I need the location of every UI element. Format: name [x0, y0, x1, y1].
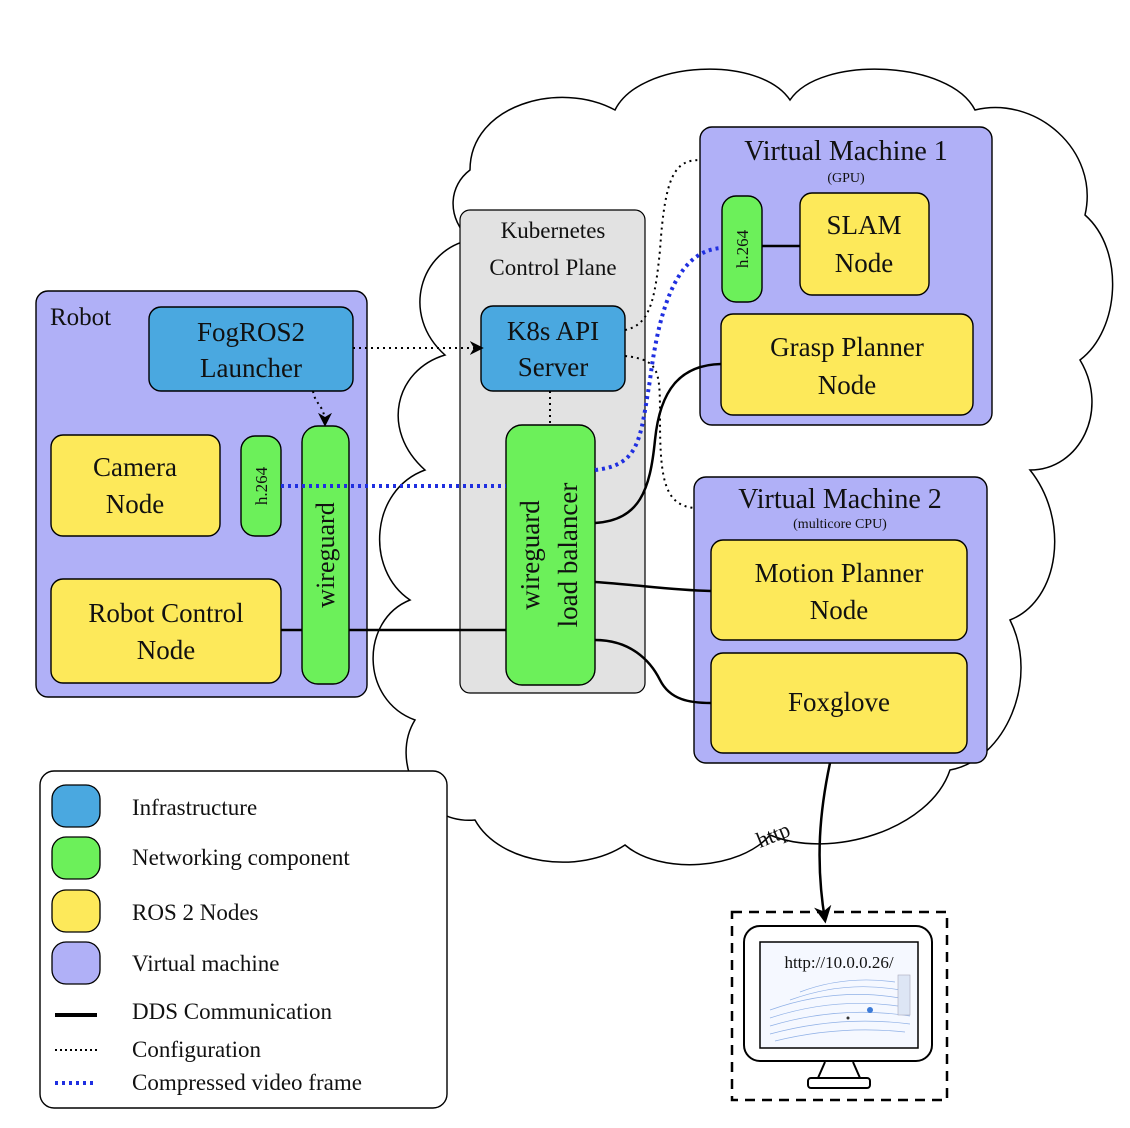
grasp-planner-node: Grasp Planner Node [720, 313, 974, 416]
robot-wireguard: wireguard [301, 425, 350, 685]
legend-label-networking: Networking component [132, 845, 350, 870]
ros-node-swatch [51, 889, 101, 933]
slam-label-line1: SLAM [826, 210, 901, 240]
slam-node: SLAM Node [799, 192, 930, 296]
config-launcher-to-wireguard [312, 390, 332, 427]
monitor-url: http://10.0.0.26/ [784, 953, 893, 972]
control-label-line1: Robot Control [88, 598, 243, 628]
virtual-machine-swatch [51, 941, 101, 985]
browser-monitor: http://10.0.0.26/ [730, 910, 949, 1102]
lb-label-line1: wireguard [515, 500, 545, 610]
networking-swatch [51, 836, 101, 880]
robot-wireguard-label: wireguard [311, 502, 340, 607]
camera-label-line1: Camera [93, 452, 177, 482]
vm2-subtitle: (multicore CPU) [793, 517, 887, 532]
lb-label-line2: load balancer [553, 483, 583, 628]
motion-label-line2: Node [810, 595, 868, 625]
http-foxglove-to-monitor [814, 762, 832, 924]
api-label-line2: Server [518, 352, 588, 382]
robot-h264-encoder: h.264 [240, 435, 282, 537]
legend-label-video: Compressed video frame [132, 1070, 362, 1095]
camera-label-line2: Node [106, 489, 164, 519]
foxglove-node: Foxglove [710, 652, 968, 754]
vm1-h264-decoder: h.264 [721, 195, 763, 303]
legend-frame [39, 770, 448, 1109]
robot-h264-label: h.264 [252, 466, 271, 505]
slam-label-line2: Node [835, 248, 893, 278]
vm1-h264-label: h.264 [733, 229, 752, 268]
video-lb-to-vm1 [594, 246, 723, 472]
wireguard-load-balancer: wireguard load balancer [505, 424, 596, 686]
dds-lb-to-foxglove [594, 638, 712, 705]
motion-planner-node: Motion Planner Node [710, 539, 968, 641]
robot-control-node: Robot Control Node [50, 578, 282, 684]
vm2-title: Virtual Machine 2 [738, 484, 942, 515]
monitor-dashed-frame [730, 910, 949, 1102]
dds-lb-to-grasp [594, 362, 722, 525]
monitor-stand [816, 1061, 862, 1079]
legend: Infrastructure Networking component ROS … [39, 770, 448, 1109]
fogros2-launcher-node: FogROS2 Launcher [148, 306, 354, 392]
foxglove-label: Foxglove [788, 687, 890, 717]
robot-title: Robot [50, 304, 111, 331]
legend-label-infrastructure: Infrastructure [132, 795, 257, 820]
dds-lb-to-motion [594, 580, 712, 593]
k8s-title-line1: Kubernetes [501, 218, 606, 243]
camera-node: Camera Node [50, 434, 221, 537]
api-label-line1: K8s API [507, 316, 599, 346]
config-api-to-vm2 [624, 355, 695, 509]
vm1-title: Virtual Machine 1 [744, 136, 948, 167]
legend-label-dds: DDS Communication [132, 999, 332, 1024]
launcher-label-line2: Launcher [200, 353, 302, 383]
legend-label-configuration: Configuration [132, 1037, 262, 1062]
k8s-api-server: K8s API Server [480, 305, 626, 392]
lidar-visualization [769, 974, 911, 1042]
grasp-label-line1: Grasp Planner [770, 332, 924, 362]
monitor-base [807, 1077, 871, 1089]
k8s-title-line2: Control Plane [489, 255, 616, 280]
legend-label-virtual-machine: Virtual machine [132, 951, 279, 976]
motion-label-line1: Motion Planner [755, 558, 924, 588]
grasp-label-line2: Node [818, 370, 876, 400]
infrastructure-swatch [51, 784, 101, 828]
vm1-subtitle: (GPU) [827, 171, 865, 186]
control-label-line2: Node [137, 635, 195, 665]
legend-label-ros-nodes: ROS 2 Nodes [132, 900, 259, 925]
launcher-label-line1: FogROS2 [197, 317, 305, 347]
